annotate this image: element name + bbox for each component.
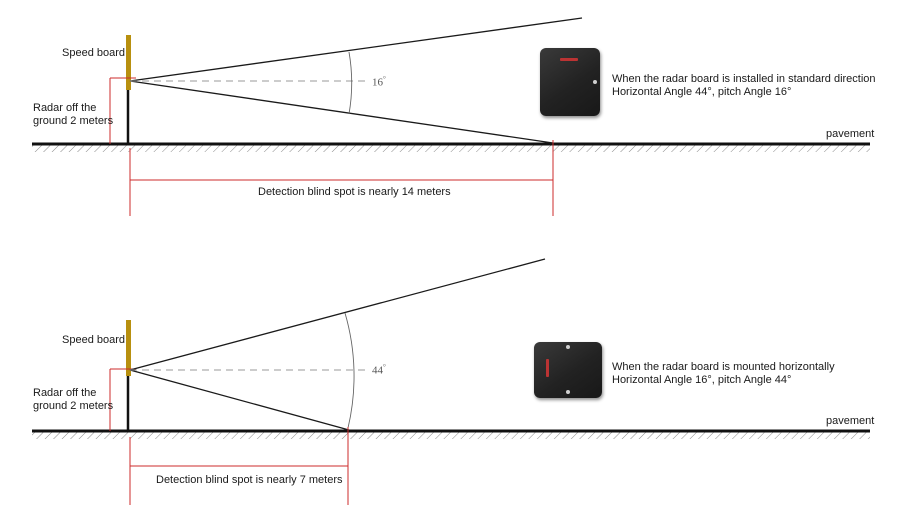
- top-note-line1: When the radar board is installed in sta…: [612, 73, 876, 85]
- bottom-panel: [32, 258, 870, 505]
- top-angle-unit: °: [383, 75, 386, 83]
- bottom-radar-device-image: [534, 342, 602, 398]
- bottom-angle-unit: °: [383, 363, 386, 371]
- bottom-radar-height-label-line1: Radar off the: [33, 387, 97, 399]
- bottom-angle-label: 44°: [372, 363, 386, 377]
- top-beam-lower: [129, 80, 554, 144]
- bottom-pavement-label: pavement: [826, 415, 875, 427]
- top-blind-spot-label: Detection blind spot is nearly 14 meters: [258, 186, 451, 198]
- top-note-line2: Horizontal Angle 44°, pitch Angle 16°: [612, 86, 792, 98]
- top-panel: [32, 17, 870, 216]
- top-speed-board: [126, 35, 131, 90]
- top-beam-upper: [129, 17, 583, 82]
- bottom-speed-board: [126, 320, 131, 376]
- bottom-angle-arc: [344, 312, 355, 429]
- top-angle-label: 16°: [372, 75, 386, 89]
- top-pavement-label: pavement: [826, 128, 875, 140]
- top-angle-arc: [348, 51, 353, 115]
- bottom-radar-height-label-line2: ground 2 meters: [33, 400, 114, 412]
- bottom-note-line1: When the radar board is mounted horizont…: [612, 361, 835, 373]
- top-radar-height-label-line1: Radar off the: [33, 102, 97, 114]
- bottom-note-line2: Horizontal Angle 16°, pitch Angle 44°: [612, 374, 792, 386]
- bottom-beam-upper: [129, 258, 546, 371]
- bottom-angle-value: 44: [372, 364, 383, 377]
- top-ground-hatch: [32, 145, 870, 152]
- bottom-beam-lower: [129, 369, 350, 431]
- bottom-blind-spot-label: Detection blind spot is nearly 7 meters: [156, 474, 343, 486]
- top-radar-device-image: [540, 48, 600, 116]
- bottom-speed-board-label: Speed board: [62, 334, 125, 346]
- top-angle-value: 16: [372, 76, 383, 89]
- top-radar-height-label-line2: ground 2 meters: [33, 115, 114, 127]
- bottom-ground-hatch: [32, 432, 870, 439]
- top-speed-board-label: Speed board: [62, 47, 125, 59]
